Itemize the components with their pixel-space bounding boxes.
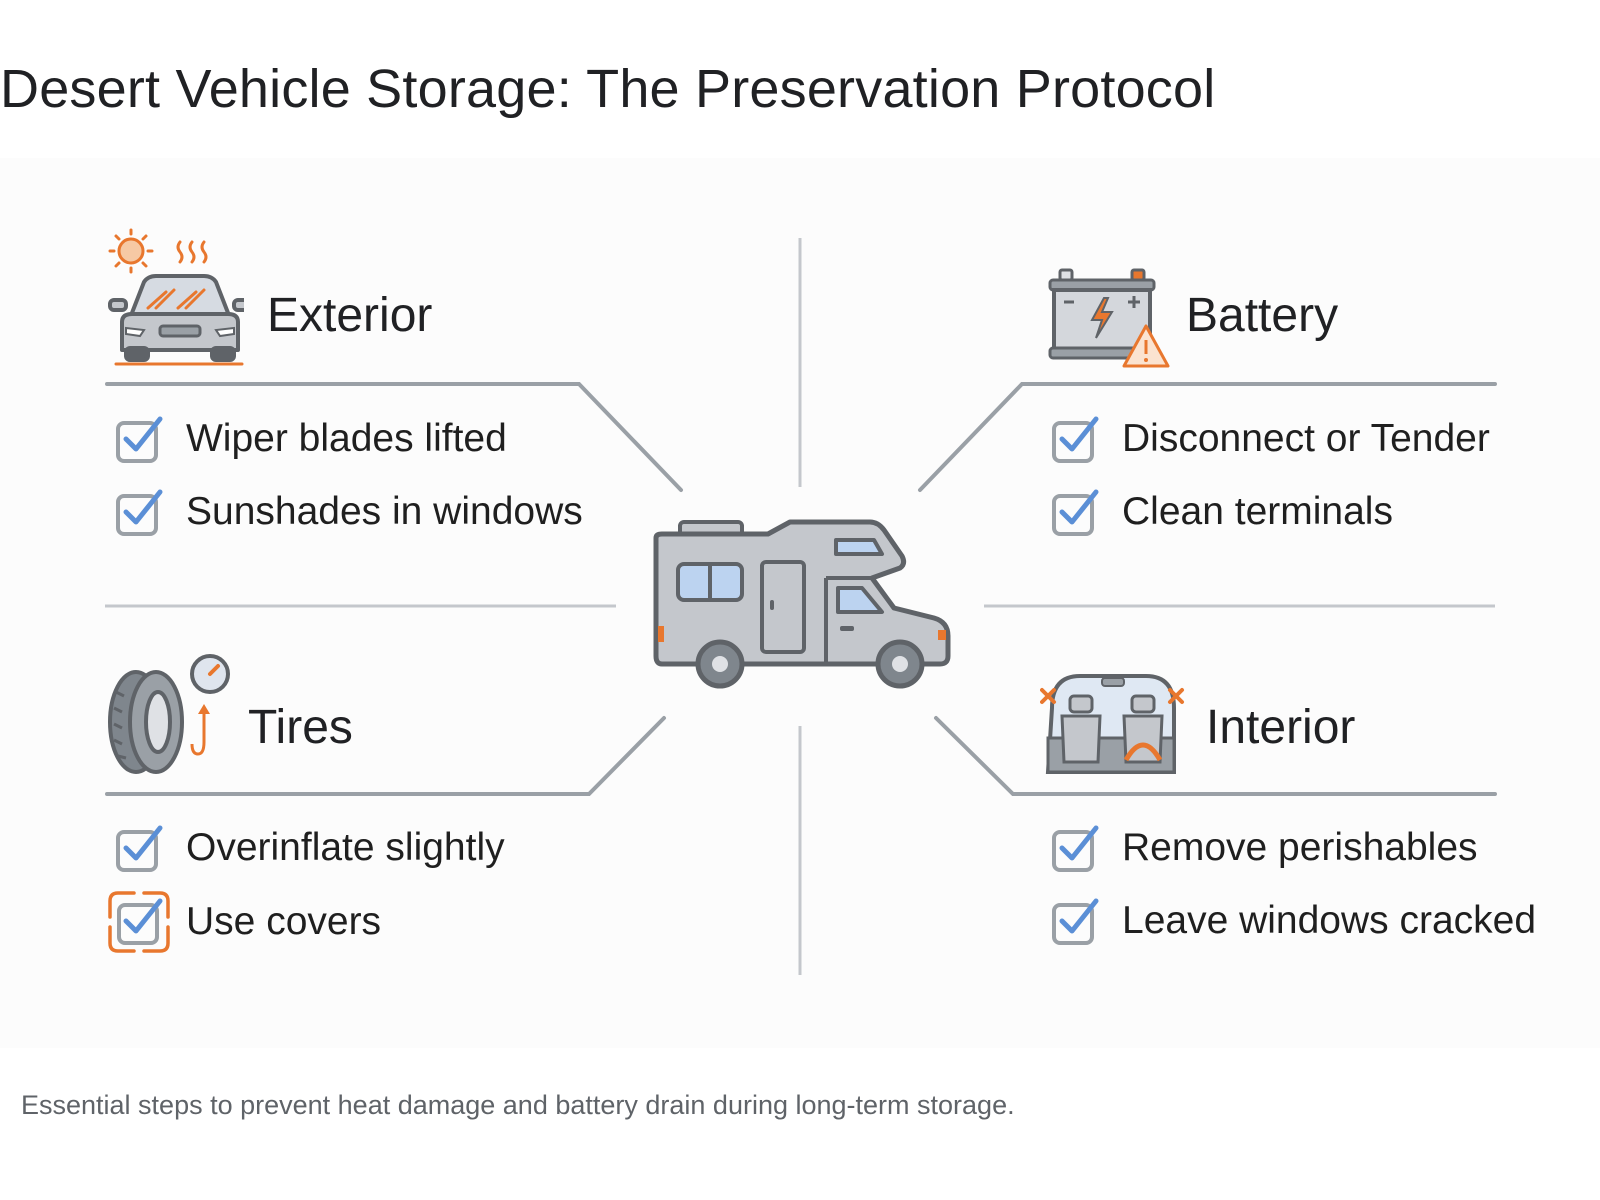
checkbox-checked-icon[interactable] bbox=[114, 413, 166, 465]
checklist-item-label: Leave windows cracked bbox=[1122, 899, 1537, 942]
section-heading-tires: Tires bbox=[248, 701, 353, 754]
checklist-item-label: Clean terminals bbox=[1122, 490, 1393, 533]
checkbox-checked-icon[interactable] bbox=[114, 486, 166, 538]
checklist-item[interactable]: Leave windows cracked bbox=[1050, 895, 1536, 947]
checklist-item-label: Sunshades in windows bbox=[186, 490, 583, 533]
checklist-item[interactable]: Remove perishables bbox=[1050, 822, 1478, 874]
section-heading-exterior: Exterior bbox=[267, 289, 433, 342]
tires-divider bbox=[105, 716, 666, 796]
exterior-divider bbox=[105, 382, 683, 492]
checklist-item-label: Remove perishables bbox=[1122, 826, 1478, 869]
checklist-item[interactable]: Disconnect or Tender bbox=[1050, 413, 1490, 465]
battery-warning-icon bbox=[1048, 268, 1170, 368]
checklist-item-label: Wiper blades lifted bbox=[186, 417, 507, 460]
checklist-item[interactable]: Wiper blades lifted bbox=[114, 413, 507, 465]
checkbox-checked-icon[interactable] bbox=[1050, 413, 1102, 465]
checklist-item[interactable]: Overinflate slightly bbox=[114, 822, 505, 874]
checklist-item-label: Disconnect or Tender bbox=[1122, 417, 1490, 460]
checkbox-checked-icon[interactable] bbox=[114, 822, 166, 874]
battery-divider bbox=[918, 382, 1497, 492]
checklist-item[interactable]: Sunshades in windows bbox=[114, 486, 583, 538]
car-sun-heat-icon bbox=[108, 228, 244, 366]
caption: Essential steps to prevent heat damage a… bbox=[21, 1090, 1015, 1120]
rv-camper-icon bbox=[653, 519, 951, 689]
car-interior-icon bbox=[1040, 674, 1184, 774]
page-title: Desert Vehicle Storage: The Preservation… bbox=[0, 59, 1216, 119]
checkbox-checked-icon[interactable] bbox=[1050, 822, 1102, 874]
section-heading-interior: Interior bbox=[1206, 701, 1356, 754]
section-heading-battery: Battery bbox=[1186, 289, 1339, 342]
checkbox-checked-icon[interactable] bbox=[1050, 486, 1102, 538]
interior-divider bbox=[934, 716, 1497, 796]
checkbox-checked-icon[interactable] bbox=[1050, 895, 1102, 947]
checkbox-checked-highlighted-icon[interactable] bbox=[106, 889, 172, 955]
tire-pressure-gauge-icon bbox=[108, 654, 230, 774]
checklist-item[interactable]: Clean terminals bbox=[1050, 486, 1393, 538]
checklist-item-highlighted[interactable]: Use covers bbox=[106, 889, 381, 955]
checklist-item-label: Use covers bbox=[186, 900, 382, 943]
checklist-item-label: Overinflate slightly bbox=[186, 826, 505, 869]
